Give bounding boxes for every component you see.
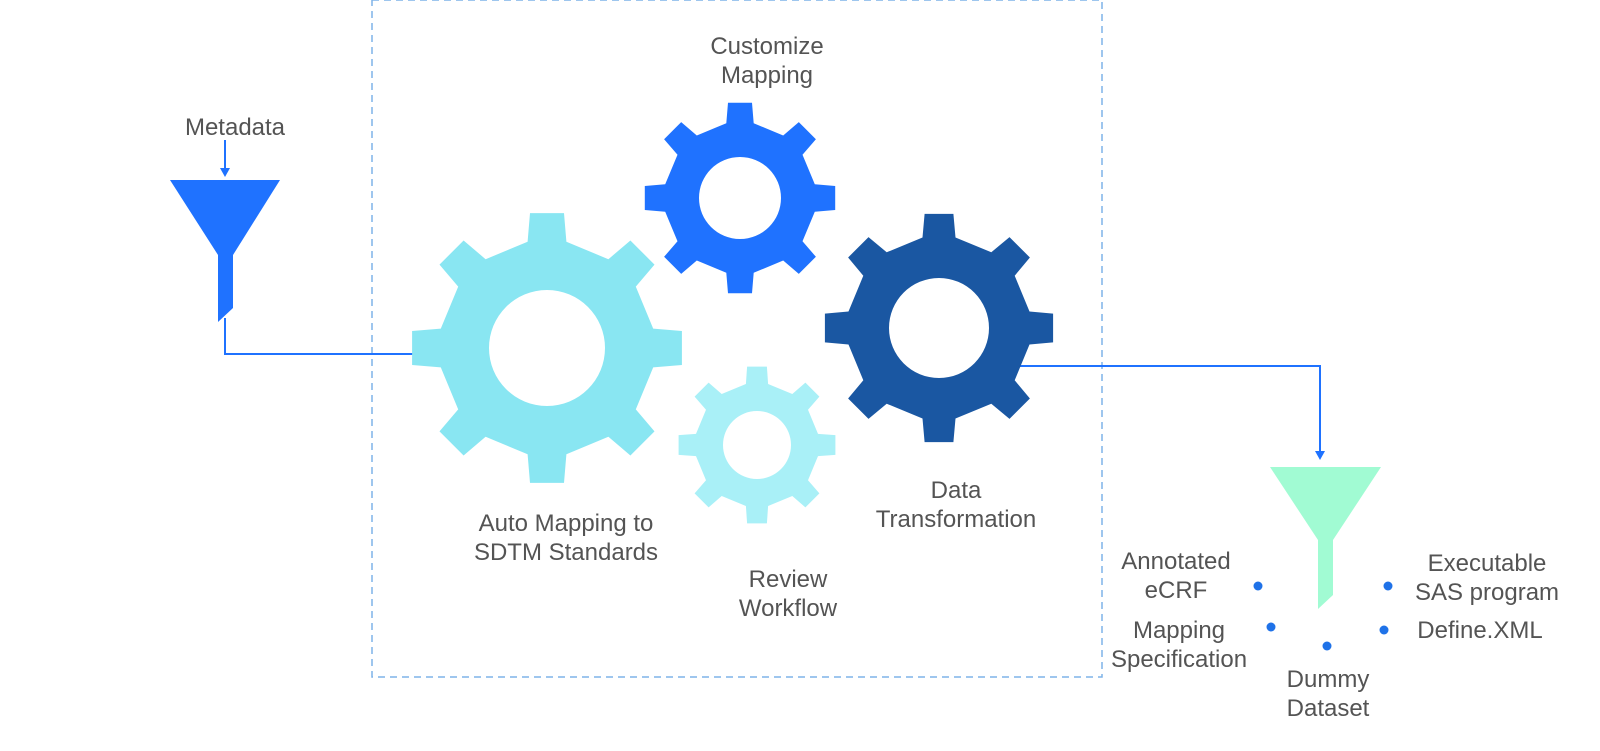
output-funnel-icon bbox=[1270, 467, 1381, 609]
metadata-label: Metadata bbox=[184, 114, 286, 141]
bullet-dummy-dataset bbox=[1322, 641, 1332, 651]
metadata-arrow bbox=[220, 140, 230, 177]
bullet-mapping-specification bbox=[1266, 622, 1276, 632]
annotated-ecrf-label: Annotated eCRF bbox=[1121, 548, 1231, 604]
gear-icon-auto-mapping bbox=[412, 213, 682, 483]
define-xml-label: Define.XML bbox=[1417, 617, 1543, 644]
input-connector bbox=[224, 318, 414, 355]
gear-icon-customize-mapping bbox=[644, 102, 836, 294]
review-workflow-label: Review Workflow bbox=[738, 566, 838, 622]
output-connector bbox=[1020, 365, 1325, 460]
bullet-executable-sas bbox=[1383, 581, 1393, 591]
customize-mapping-label: Customize Mapping bbox=[710, 33, 824, 89]
funnel-icon bbox=[170, 180, 280, 322]
bullet-define-xml bbox=[1379, 625, 1389, 635]
executable-sas-label: Executable SAS program bbox=[1414, 550, 1560, 606]
gear-icon-review-workflow bbox=[678, 366, 836, 524]
mapping-specification-label: Mapping Specification bbox=[1110, 617, 1248, 673]
bullet-annotated-ecrf bbox=[1253, 581, 1263, 591]
gear-icon-data-transformation bbox=[824, 213, 1054, 443]
process-boundary bbox=[371, 0, 1103, 678]
data-transformation-label: Data Transformation bbox=[875, 477, 1037, 533]
auto-mapping-label: Auto Mapping to SDTM Standards bbox=[473, 510, 659, 566]
dummy-dataset-label: Dummy Dataset bbox=[1286, 666, 1370, 722]
